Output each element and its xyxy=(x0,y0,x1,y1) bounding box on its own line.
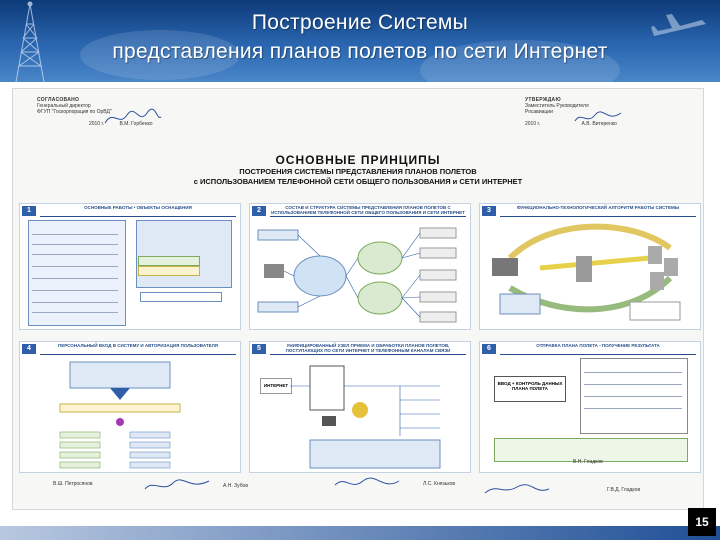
panel-title: СОСТАВ И СТРУКТУРА СИСТЕМЫ ПРЕДСТАВЛЕНИЯ… xyxy=(270,205,466,215)
panel-number: 2 xyxy=(252,206,266,216)
panel-3: 3 ФУНКЦИОНАЛЬНО-ТЕХНОЛОГИЧЕСКИЙ АЛГОРИТМ… xyxy=(479,203,701,330)
panel-1: 1 ОСНОВНЫЕ РАБОТЫ • ОБЪЕКТЫ ОСНАЩЕНИЯ xyxy=(19,203,241,330)
footer-signature-1: В.Ш. Петросянов xyxy=(53,481,93,487)
algorithm-diagram xyxy=(480,218,700,328)
signature-scribble xyxy=(333,475,403,493)
panel-number: 3 xyxy=(482,206,496,216)
footer-signature-3: Л.С. Князьков xyxy=(423,481,455,487)
panel6-box-label: ВВОД + КОНТРОЛЬ ДАННЫХ ПЛАНА ПОЛЕТА xyxy=(495,377,565,391)
signature-right xyxy=(573,109,623,127)
page-number: 15 xyxy=(688,508,716,536)
footer-bar xyxy=(0,526,720,540)
panel-number: 6 xyxy=(482,344,496,354)
panel-title: ОСНОВНЫЕ РАБОТЫ • ОБЪЕКТЫ ОСНАЩЕНИЯ xyxy=(40,205,236,210)
signature-name: В.Ш. Петросянов xyxy=(53,481,93,487)
page-title: Построение Системы представления планов … xyxy=(60,8,660,66)
signature-scribble xyxy=(143,477,213,495)
signature-name: А.Н. Зубов xyxy=(223,483,248,489)
panel-5: 5 УНИФИЦИРОВАННЫЙ УЗЕЛ ПРИЕМА И ОБРАБОТК… xyxy=(249,341,471,473)
network-diagram xyxy=(250,218,470,328)
login-flow-diagram xyxy=(20,356,240,472)
main-heading: ОСНОВНЫЕ ПРИНЦИПЫ ПОСТРОЕНИЯ СИСТЕМЫ ПРЕ… xyxy=(13,153,703,187)
document-poster: СОГЛАСОВАНО Генеральный директор ФГУП "Г… xyxy=(12,88,704,510)
panel-title: ОТПРАВКА ПЛАНА ПОЛЕТА - ПОЛУЧЕНИЕ РЕЗУЛЬ… xyxy=(500,343,696,348)
header-banner: Построение Системы представления планов … xyxy=(0,0,720,82)
signature-name: В.Н. Гладков xyxy=(573,459,603,465)
heading-line-2: ПОСТРОЕНИЯ СИСТЕМЫ ПРЕДСТАВЛЕНИЯ ПЛАНОВ … xyxy=(13,167,703,177)
title-line-2: представления планов полетов по сети Инт… xyxy=(60,37,660,66)
signature-name: Г.В.Д. Гладков xyxy=(607,487,640,493)
signature-name: Л.С. Князьков xyxy=(423,481,455,487)
panel-6: 6 ОТПРАВКА ПЛАНА ПОЛЕТА - ПОЛУЧЕНИЕ РЕЗУ… xyxy=(479,341,701,473)
processing-node-diagram xyxy=(250,356,470,472)
approval-right-year: 2010 г. xyxy=(525,121,540,127)
panel-number: 5 xyxy=(252,344,266,354)
footer-signature-5: Г.В.Д. Гладков xyxy=(607,487,640,493)
footer-signature-4: В.Н. Гладков xyxy=(573,459,603,465)
panel-title: ПЕРСОНАЛЬНЫЙ ВХОД В СИСТЕМУ И АВТОРИЗАЦИ… xyxy=(40,343,236,348)
approval-left-year: 2010 г. xyxy=(89,121,104,127)
antenna-tower-icon xyxy=(6,0,54,82)
heading-line-1: ОСНОВНЫЕ ПРИНЦИПЫ xyxy=(13,153,703,167)
signature-left xyxy=(103,107,163,129)
panel-number: 4 xyxy=(22,344,36,354)
panel-title: ФУНКЦИОНАЛЬНО-ТЕХНОЛОГИЧЕСКИЙ АЛГОРИТМ Р… xyxy=(500,205,696,210)
panel-title: УНИФИЦИРОВАННЫЙ УЗЕЛ ПРИЕМА И ОБРАБОТКИ … xyxy=(270,343,466,353)
panel-4: 4 ПЕРСОНАЛЬНЫЙ ВХОД В СИСТЕМУ И АВТОРИЗА… xyxy=(19,341,241,473)
footer-signature-2: А.Н. Зубов xyxy=(223,483,248,489)
heading-line-3: с ИСПОЛЬЗОВАНИЕМ ТЕЛЕФОННОЙ СЕТИ ОБЩЕГО … xyxy=(13,177,703,187)
panel-number: 1 xyxy=(22,206,36,216)
title-line-1: Построение Системы xyxy=(60,8,660,37)
panel-2: 2 СОСТАВ И СТРУКТУРА СИСТЕМЫ ПРЕДСТАВЛЕН… xyxy=(249,203,471,330)
signature-scribble xyxy=(483,481,553,499)
